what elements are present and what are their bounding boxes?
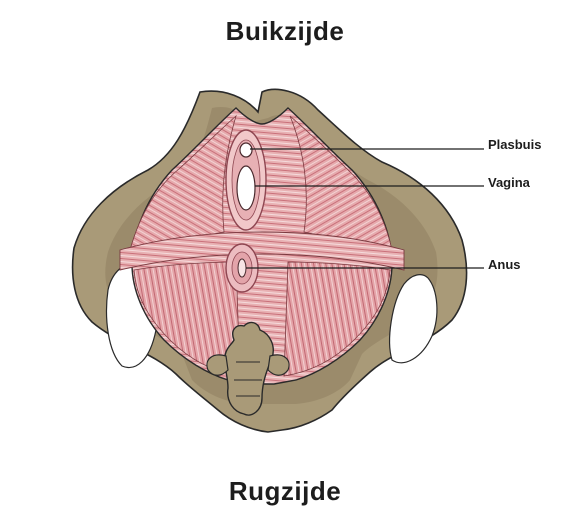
urethra-opening	[240, 143, 252, 157]
anus-opening	[238, 259, 246, 277]
coccyx-right-wing	[268, 355, 289, 375]
label-vagina: Vagina	[488, 175, 530, 190]
vagina-opening	[237, 166, 255, 210]
label-anus: Anus	[488, 257, 521, 272]
title-back: Rugzijde	[0, 476, 570, 507]
coccyx-left-wing	[207, 355, 228, 375]
label-plasbuis: Plasbuis	[488, 137, 541, 152]
